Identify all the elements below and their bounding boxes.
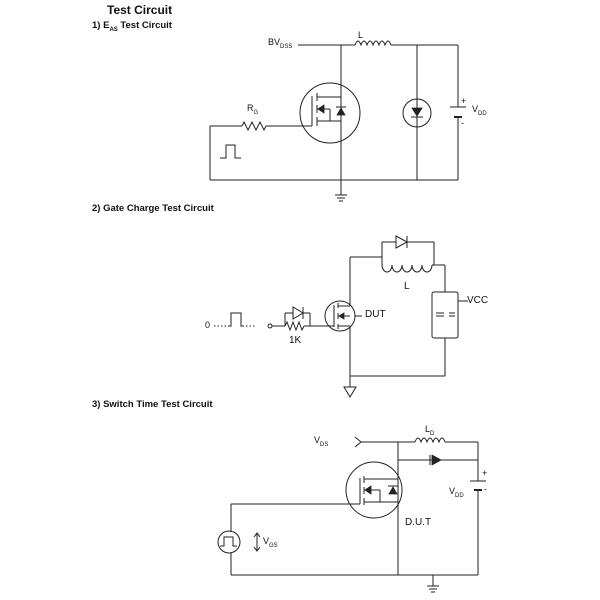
- vdd-label: VDD: [472, 104, 487, 117]
- inductor-l-label: L: [404, 281, 410, 292]
- dut-label: D.U.T: [405, 517, 432, 528]
- vgs-arrow: [253, 532, 261, 552]
- rg-label: RG: [247, 103, 259, 116]
- dut-label: DUT: [365, 309, 386, 320]
- freewheel-diode-icon: [431, 454, 442, 466]
- pulse-source-icon: [220, 536, 237, 547]
- vcc-label: VCC: [467, 295, 489, 306]
- page-title: Test Circuit: [107, 3, 173, 17]
- pulse-source-icon: [220, 144, 241, 159]
- zero-label: 0: [205, 320, 211, 330]
- inductor-l-label: L: [358, 30, 364, 40]
- mosfet-circle: [299, 82, 361, 144]
- switch-time-test-circuit: [217, 436, 486, 593]
- vds-arrow: [354, 436, 362, 448]
- freewheel-diode-circle: [402, 98, 432, 128]
- gate-diode-icon: [292, 306, 304, 320]
- bvdss-label: BVDSS: [268, 37, 293, 50]
- section-heading-switch-time: 3) Switch Time Test Circuit: [92, 399, 213, 410]
- section-heading-eas: 1) EAS Test Circuit: [92, 20, 172, 33]
- ground-icon: [343, 386, 357, 398]
- eas-test-circuit: [209, 40, 466, 202]
- vdd-plus-label: +: [482, 468, 488, 478]
- supply-capacitor-box: [431, 291, 459, 339]
- ld-label: LD: [425, 424, 435, 437]
- inductor-l-2: [381, 264, 433, 273]
- pulse-source-icon: [228, 312, 244, 327]
- vdd-label: VDD: [449, 486, 464, 499]
- vdd-minus-label: -: [461, 118, 464, 128]
- vgs-label: VGS: [263, 536, 278, 549]
- resistor-rg: [241, 120, 267, 132]
- vds-label: VDS: [314, 435, 329, 448]
- resistor-1k-label: 1K: [289, 335, 302, 346]
- inductor-l: [354, 40, 392, 47]
- diode-icon: [411, 107, 423, 117]
- vdd-minus-label: -: [484, 484, 487, 494]
- inductor-ld: [414, 437, 446, 444]
- pulse-generator-circle: [217, 530, 241, 554]
- dut-mosfet-circle: [345, 461, 403, 519]
- vdd-plus-label: +: [461, 96, 467, 106]
- section-heading-gate-charge: 2) Gate Charge Test Circuit: [92, 203, 214, 214]
- resistor-1k: [284, 320, 305, 332]
- flyback-diode-icon: [395, 235, 409, 249]
- gate-charge-test-circuit: [214, 235, 468, 398]
